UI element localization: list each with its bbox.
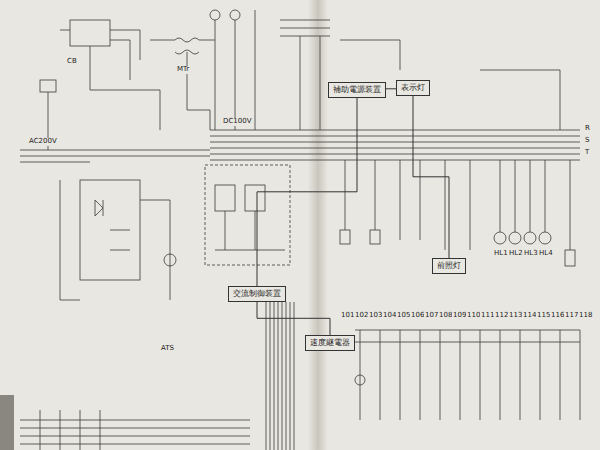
wire-label: 118 bbox=[578, 312, 593, 320]
wire-label: CB bbox=[66, 58, 78, 66]
wire-label: HL3 bbox=[523, 250, 539, 258]
wire-label: AC200V bbox=[28, 138, 58, 146]
wire-label: R bbox=[584, 125, 591, 133]
component-box: 前照灯 bbox=[432, 258, 466, 274]
box-label: 速度継電器 bbox=[310, 338, 350, 348]
wire-label: MTr bbox=[176, 66, 190, 74]
box-label: 交流制御装置 bbox=[233, 289, 281, 299]
wire-label: ATS bbox=[160, 345, 175, 353]
box-label: 表示灯 bbox=[401, 83, 425, 93]
wire-label: HL1 bbox=[493, 250, 509, 258]
wire-label: S bbox=[584, 137, 590, 145]
wire-connector bbox=[257, 302, 330, 335]
box-label: 補助電源装置 bbox=[333, 85, 381, 95]
component-box: 補助電源装置 bbox=[328, 82, 386, 98]
wire-label: T bbox=[584, 149, 590, 157]
component-box: 交流制御装置 bbox=[228, 286, 286, 302]
component-box: 速度継電器 bbox=[305, 335, 355, 351]
wire-connector bbox=[413, 96, 449, 258]
wire-connector bbox=[257, 98, 357, 286]
box-label: 前照灯 bbox=[437, 261, 461, 271]
wire-label: HL4 bbox=[538, 250, 554, 258]
wire-label: HL2 bbox=[508, 250, 524, 258]
wire-connector bbox=[386, 88, 396, 89]
component-box: 表示灯 bbox=[396, 80, 430, 96]
wire-label: DC100V bbox=[222, 118, 252, 126]
